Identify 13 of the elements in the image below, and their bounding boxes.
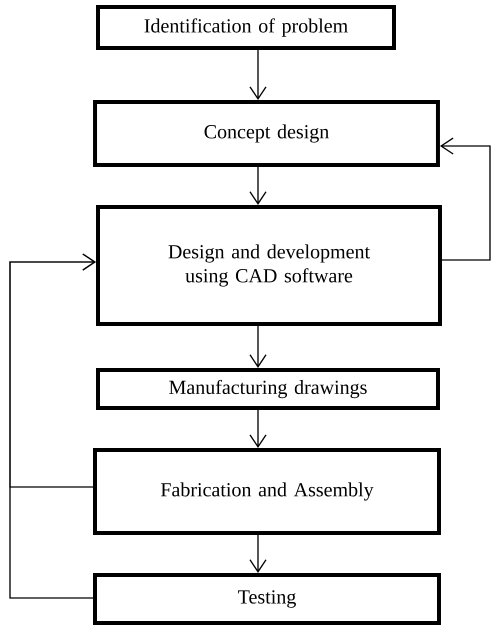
process-box: Identification of problem [96, 4, 396, 50]
process-box: Manufacturing drawings [96, 368, 440, 410]
process-box: Testing [93, 573, 441, 625]
arrow [249, 50, 267, 100]
process-box: Design and development using CAD software [96, 204, 442, 326]
process-box: Fabrication and Assembly [93, 448, 441, 535]
arrow [249, 166, 267, 205]
arrow [249, 534, 267, 573]
arrow [249, 326, 267, 368]
process-box: Concept design [93, 100, 440, 167]
arrow [249, 410, 267, 448]
arrow [440, 137, 491, 261]
arrow [9, 253, 96, 599]
